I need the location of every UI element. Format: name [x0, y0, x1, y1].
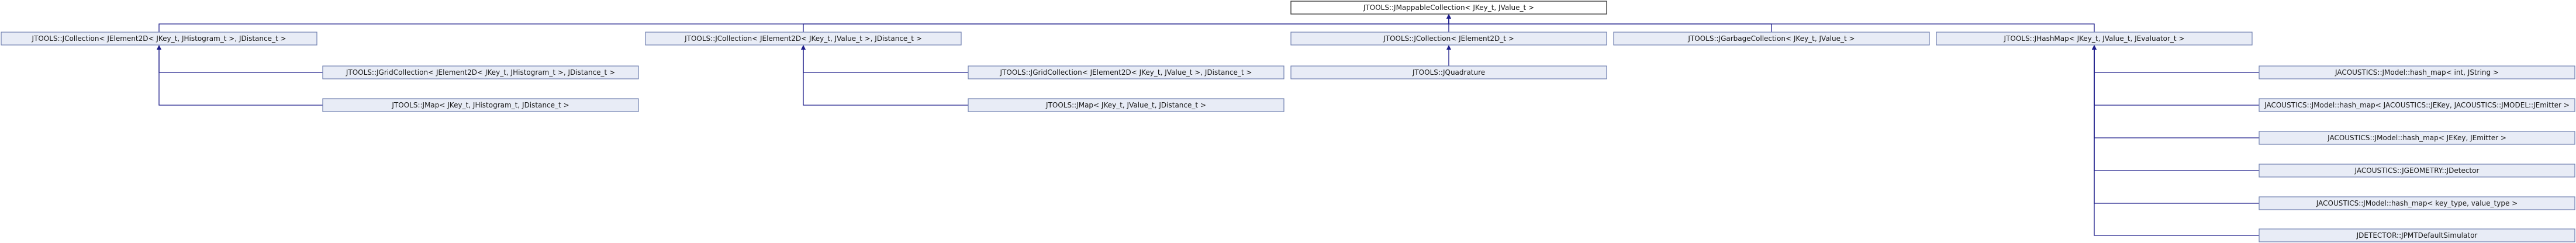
class-node-label: JTOOLS::JGridCollection< JElement2D< JKe… — [346, 68, 615, 77]
class-node-label: JACOUSTICS::JModel::hash_map< int, JStri… — [2335, 68, 2499, 77]
class-node-box — [968, 98, 1284, 112]
class-node[interactable]: JACOUSTICS::JModel::hash_map< int, JStri… — [2259, 65, 2575, 79]
inheritance-edge — [158, 18, 1449, 32]
inheritance-edge — [803, 48, 968, 106]
class-node[interactable]: JTOOLS::JMap< JKey_t, JHistogram_t, JDis… — [322, 98, 639, 112]
inheritance-edge — [1448, 18, 2095, 32]
class-node[interactable]: JTOOLS::JCollection< JElement2D_t > — [1290, 32, 1607, 46]
class-node[interactable]: JTOOLS::JCollection< JElement2D< JKey_t,… — [1, 32, 317, 46]
class-node-label: JTOOLS::JGridCollection< JElement2D< JKe… — [1000, 68, 1252, 77]
inheritance-edge — [803, 18, 1449, 32]
class-node-label: JACOUSTICS::JModel::hash_map< JACOUSTICS… — [2264, 101, 2570, 109]
class-node-label: JTOOLS::JCollection< JElement2D_t > — [1383, 34, 1514, 43]
class-node[interactable]: JTOOLS::JCollection< JElement2D< JKey_t,… — [645, 32, 962, 46]
inheritance-edge — [1448, 18, 1772, 32]
inheritance-arrowhead — [2092, 45, 2097, 50]
class-node[interactable]: JTOOLS::JMappableCollection< JKey_t, JVa… — [1290, 1, 1607, 15]
inheritance-edge — [2094, 48, 2259, 171]
class-node-box — [1290, 65, 1607, 79]
class-node[interactable]: JTOOLS::JQuadrature — [1290, 65, 1607, 79]
class-node-box — [2259, 196, 2575, 210]
class-node[interactable]: JTOOLS::JHashMap< JKey_t, JValue_t, JEva… — [1936, 32, 2253, 46]
class-node-box — [2259, 131, 2575, 145]
class-node-box — [1290, 1, 1607, 15]
class-node-box — [1936, 32, 2253, 46]
class-node-label: JDETECTOR::JPMTDefaultSimulator — [2356, 231, 2478, 239]
class-node-box — [968, 65, 1284, 79]
class-node-label: JTOOLS::JMap< JKey_t, JValue_t, JDistanc… — [1045, 101, 1206, 109]
class-node-box — [322, 65, 639, 79]
inheritance-edge — [2094, 48, 2259, 106]
class-node-box — [645, 32, 962, 46]
inheritance-edge — [803, 48, 968, 73]
class-node-label: JACOUSTICS::JModel::hash_map< JEKey, JEm… — [2327, 134, 2506, 142]
class-node[interactable]: JTOOLS::JGridCollection< JElement2D< JKe… — [322, 65, 639, 79]
inheritance-edge — [2094, 48, 2259, 236]
class-node[interactable]: JTOOLS::JGarbageCollection< JKey_t, JVal… — [1613, 32, 1930, 46]
class-node-label: JTOOLS::JMappableCollection< JKey_t, JVa… — [1363, 4, 1534, 12]
class-node-label: JACOUSTICS::JModel::hash_map< key_type, … — [2316, 199, 2518, 207]
class-node-box — [2259, 228, 2575, 242]
class-node[interactable]: JTOOLS::JGridCollection< JElement2D< JKe… — [968, 65, 1284, 79]
inheritance-arrowhead — [801, 45, 806, 50]
class-node[interactable]: JACOUSTICS::JGEOMETRY::JDetector — [2259, 164, 2575, 178]
class-node-box — [2259, 98, 2575, 112]
class-node-box — [322, 98, 639, 112]
class-node-label: JTOOLS::JHashMap< JKey_t, JValue_t, JEva… — [2004, 34, 2185, 43]
inheritance-edge — [2094, 48, 2259, 204]
class-node-box — [2259, 65, 2575, 79]
inheritance-arrowhead — [1446, 14, 1451, 19]
class-node-box — [1, 32, 317, 46]
class-node-box — [1290, 32, 1607, 46]
class-node[interactable]: JACOUSTICS::JModel::hash_map< key_type, … — [2259, 196, 2575, 210]
class-node-label: JTOOLS::JGarbageCollection< JKey_t, JVal… — [1687, 34, 1855, 43]
class-node[interactable]: JACOUSTICS::JModel::hash_map< JEKey, JEm… — [2259, 131, 2575, 145]
class-node-box — [2259, 164, 2575, 178]
class-node[interactable]: JACOUSTICS::JModel::hash_map< JACOUSTICS… — [2259, 98, 2575, 112]
inheritance-edge — [2094, 48, 2259, 73]
class-node-label: JTOOLS::JMap< JKey_t, JHistogram_t, JDis… — [391, 101, 569, 109]
inheritance-edge — [2094, 48, 2259, 138]
class-node[interactable]: JTOOLS::JMap< JKey_t, JValue_t, JDistanc… — [968, 98, 1284, 112]
class-node-label: JTOOLS::JCollection< JElement2D< JKey_t,… — [31, 34, 286, 43]
inheritance-arrowhead — [1446, 45, 1451, 50]
class-node-label: JTOOLS::JCollection< JElement2D< JKey_t,… — [684, 34, 922, 43]
inheritance-arrowhead — [157, 45, 161, 50]
class-node-box — [1613, 32, 1930, 46]
inheritance-edge — [158, 48, 323, 106]
inheritance-edge — [158, 48, 323, 73]
edges-layer — [157, 14, 2259, 236]
class-node-label: JACOUSTICS::JGEOMETRY::JDetector — [2354, 166, 2480, 175]
class-node-label: JTOOLS::JQuadrature — [1412, 68, 1485, 77]
class-node[interactable]: JDETECTOR::JPMTDefaultSimulator — [2259, 228, 2575, 242]
